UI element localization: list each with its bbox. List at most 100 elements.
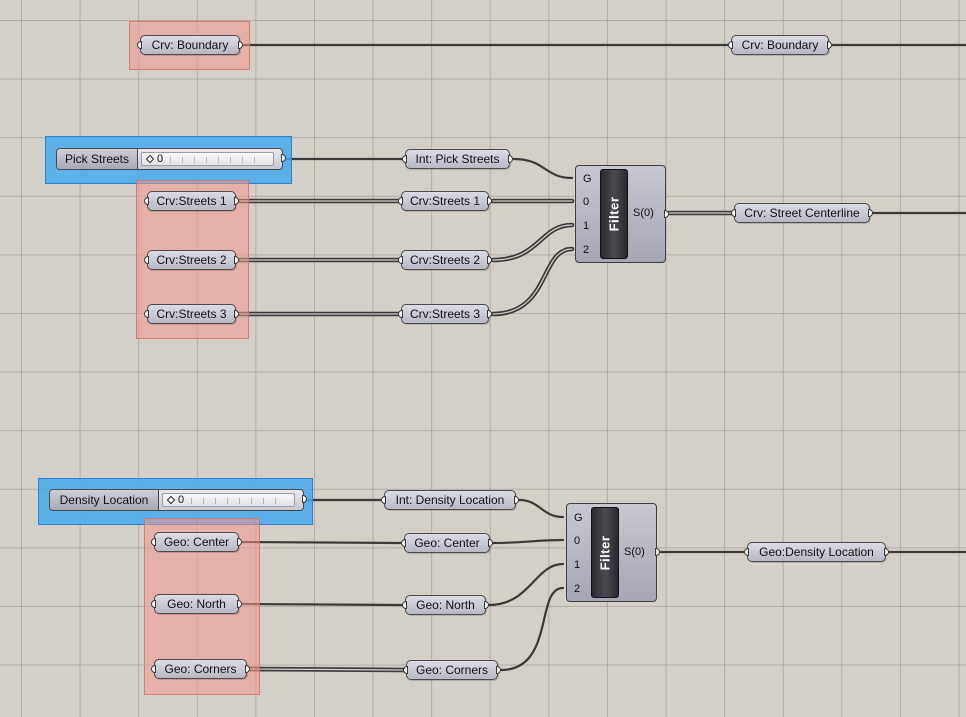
input-grip-icon[interactable] (151, 538, 156, 546)
output-grip-icon[interactable] (281, 154, 286, 162)
param-street-centerline[interactable]: Crv: Street Centerline (731, 203, 873, 223)
filter-component-streets[interactable]: G 0 1 2 Filter S(0) (575, 165, 669, 263)
output-grip-icon[interactable] (508, 155, 513, 163)
output-grip-icon[interactable] (234, 256, 239, 264)
param-geo-north[interactable]: Geo: North (151, 594, 242, 614)
output-grip-icon[interactable] (487, 310, 492, 318)
input-grip-icon[interactable] (144, 310, 149, 318)
param-geo-corners[interactable]: Geo: Corners (151, 659, 250, 679)
filter-name: Filter (606, 196, 622, 232)
filter-core[interactable]: Filter (600, 169, 628, 259)
relay-streets-1[interactable]: Crv:Streets 1 (398, 191, 492, 211)
param-label: Int: Pick Streets (415, 152, 500, 166)
relay-streets-2[interactable]: Crv:Streets 2 (398, 250, 492, 270)
filter-output[interactable]: S(0) (624, 546, 645, 558)
input-grip-icon[interactable] (744, 548, 749, 556)
slider-label: Pick Streets (57, 149, 138, 169)
filter-component-density[interactable]: G 0 1 2 Filter S(0) (566, 503, 660, 602)
input-grip-icon[interactable] (398, 310, 403, 318)
param-streets-3[interactable]: Crv:Streets 3 (144, 304, 239, 324)
output-grip-icon[interactable] (484, 601, 489, 609)
input-grip-icon[interactable] (144, 197, 149, 205)
input-grip-icon[interactable] (402, 155, 407, 163)
input-grip-icon[interactable] (402, 601, 407, 609)
param-label: Crv: Boundary (741, 38, 819, 52)
output-grip-icon[interactable] (237, 538, 242, 546)
relay-streets-3[interactable]: Crv:Streets 3 (398, 304, 492, 324)
slider-pick-streets[interactable]: Pick Streets 0 (56, 148, 286, 170)
input-grip-icon[interactable] (398, 197, 403, 205)
wire-center-filter (491, 538, 565, 545)
param-label: Int: Density Location (395, 493, 505, 507)
input-grip-icon[interactable] (137, 41, 142, 49)
input-grip-icon[interactable] (381, 496, 386, 504)
output-grip-icon[interactable] (884, 548, 889, 556)
output-grip-icon[interactable] (488, 539, 493, 547)
slider-track[interactable]: 0 (162, 493, 295, 507)
filter-name: Filter (597, 535, 613, 570)
input-grip-icon[interactable] (151, 600, 156, 608)
param-streets-2[interactable]: Crv:Streets 2 (144, 250, 239, 270)
input-grip-icon[interactable] (728, 41, 733, 49)
slider-value: 0 (157, 153, 164, 165)
filter-core[interactable]: Filter (591, 507, 619, 598)
param-boundary[interactable]: Crv: Boundary (137, 35, 243, 55)
output-grip-icon[interactable] (664, 210, 669, 218)
output-grip-icon[interactable] (237, 600, 242, 608)
param-int-pick-streets[interactable]: Int: Pick Streets (402, 149, 513, 169)
param-geo-density-location[interactable]: Geo:Density Location (744, 542, 889, 562)
output-grip-icon[interactable] (238, 41, 243, 49)
param-label: Geo: North (167, 597, 226, 611)
output-grip-icon[interactable] (245, 665, 250, 673)
param-label: Crv: Boundary (151, 38, 229, 52)
output-grip-icon[interactable] (302, 495, 307, 503)
output-grip-icon[interactable] (496, 666, 501, 674)
input-grip-icon[interactable] (403, 666, 408, 674)
param-label: Crv:Streets 3 (156, 307, 227, 321)
output-grip-icon[interactable] (234, 310, 239, 318)
relay-geo-center[interactable]: Geo: Center (401, 533, 493, 553)
filter-input-1[interactable]: 1 (583, 220, 590, 232)
output-grip-icon[interactable] (487, 197, 492, 205)
param-boundary-relay[interactable]: Crv: Boundary (728, 35, 832, 55)
wire-pick-streets-gate (512, 157, 574, 180)
slider-diamond-icon[interactable] (166, 495, 176, 505)
output-grip-icon[interactable] (487, 256, 492, 264)
relay-geo-corners[interactable]: Geo: Corners (403, 660, 501, 680)
filter-output[interactable]: S(0) (633, 207, 654, 219)
slider-density-location[interactable]: Density Location 0 (49, 489, 307, 511)
output-grip-icon[interactable] (514, 496, 519, 504)
output-grip-icon[interactable] (234, 197, 239, 205)
output-grip-icon[interactable] (655, 548, 660, 556)
input-grip-icon[interactable] (398, 256, 403, 264)
input-grip-icon[interactable] (401, 539, 406, 547)
filter-input-2[interactable]: 2 (583, 244, 590, 256)
relay-geo-north[interactable]: Geo: North (402, 595, 489, 615)
filter-input-gate[interactable]: G (583, 173, 592, 185)
slider-diamond-icon[interactable] (145, 154, 155, 164)
wire-north (240, 602, 405, 607)
param-label: Crv:Streets 1 (409, 194, 481, 208)
wire-corners-filter (499, 586, 565, 672)
slider-track[interactable]: 0 (141, 152, 274, 166)
param-label: Crv:Streets 1 (156, 194, 227, 208)
param-label: Geo:Density Location (759, 545, 874, 559)
filter-input-0[interactable]: 0 (583, 196, 590, 208)
filter-input-2[interactable]: 2 (574, 583, 581, 595)
input-grip-icon[interactable] (731, 209, 736, 217)
filter-input-gate[interactable]: G (574, 512, 583, 524)
param-label: Geo: Corners (415, 663, 489, 677)
input-grip-icon[interactable] (151, 665, 156, 673)
param-geo-center[interactable]: Geo: Center (151, 532, 242, 552)
param-label: Geo: Corners (164, 662, 237, 676)
wire-north-filter (487, 562, 565, 607)
filter-input-0[interactable]: 0 (574, 535, 581, 547)
param-label: Crv:Streets 2 (409, 253, 481, 267)
wire-center (240, 540, 404, 545)
output-grip-icon[interactable] (868, 209, 873, 217)
input-grip-icon[interactable] (144, 256, 149, 264)
output-grip-icon[interactable] (827, 41, 832, 49)
param-int-density-location[interactable]: Int: Density Location (381, 490, 519, 510)
filter-input-1[interactable]: 1 (574, 559, 581, 571)
param-streets-1[interactable]: Crv:Streets 1 (144, 191, 239, 211)
